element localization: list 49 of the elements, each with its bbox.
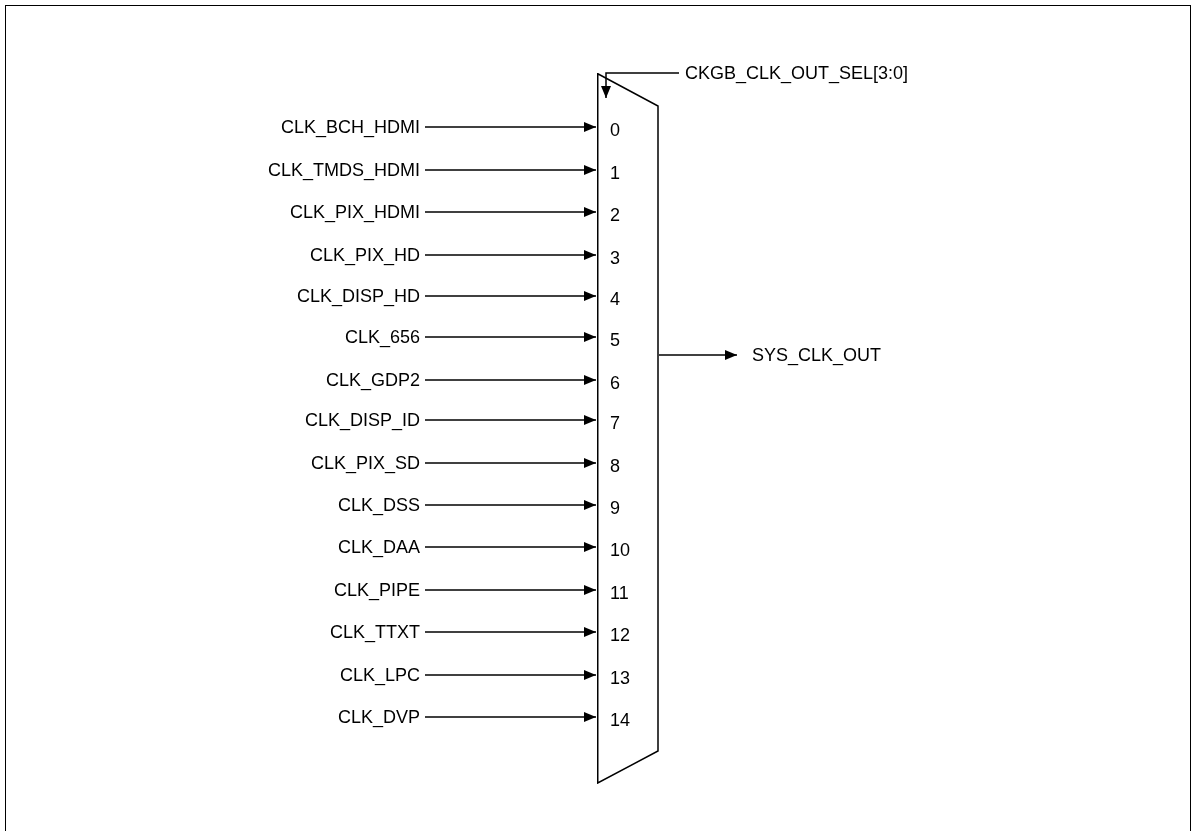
signal-label: CLK_LPC — [339, 665, 420, 685]
arrow — [424, 500, 597, 510]
arrow — [424, 415, 597, 425]
port-number: 12 — [610, 625, 631, 645]
port-number: 5 — [610, 330, 620, 350]
signal-label: CLK_PIPE — [333, 580, 420, 600]
signal-label: CLK_DISP_HD — [296, 286, 420, 306]
port-number: 7 — [610, 413, 620, 433]
arrow — [424, 670, 597, 680]
port-number: 9 — [610, 498, 620, 518]
port-number: 2 — [610, 205, 620, 225]
port-number: 3 — [610, 248, 620, 268]
signal-label: CLK_DSS — [337, 495, 420, 515]
signal-label: CLK_TMDS_HDMI — [267, 160, 420, 180]
arrow — [601, 72, 680, 99]
signal-label: SYS_CLK_OUT — [752, 345, 882, 365]
port-number: 10 — [610, 540, 631, 560]
arrow — [424, 375, 597, 385]
signal-label: CLK_656 — [344, 327, 420, 347]
signal-label: CLK_DAA — [337, 537, 420, 557]
arrow — [424, 712, 597, 722]
arrow — [424, 627, 597, 637]
port-number: 13 — [610, 668, 631, 688]
port-number: 4 — [610, 289, 620, 309]
signal-label: CLK_PIX_SD — [310, 453, 420, 473]
port-number: 6 — [610, 373, 620, 393]
port-number: 0 — [610, 120, 620, 140]
signal-label: CLK_TTXT — [329, 622, 420, 642]
arrow — [658, 350, 738, 360]
arrow — [424, 122, 597, 132]
port-number: 11 — [610, 583, 629, 603]
port-number: 8 — [610, 456, 620, 476]
signal-label: CLK_PIX_HDMI — [289, 202, 420, 222]
arrow — [424, 332, 597, 342]
signal-label: CKGB_CLK_OUT_SEL[3:0] — [685, 63, 909, 83]
signal-label: CLK_DISP_ID — [304, 410, 420, 430]
arrow — [424, 585, 597, 595]
port-number: 14 — [610, 710, 631, 730]
signal-label: CLK_BCH_HDMI — [280, 117, 420, 137]
signal-label: CLK_PIX_HD — [309, 245, 420, 265]
arrow — [424, 165, 597, 175]
arrow — [424, 291, 597, 301]
signal-label: CLK_GDP2 — [325, 370, 420, 390]
arrow — [424, 458, 597, 468]
arrow — [424, 250, 597, 260]
port-number: 1 — [610, 163, 620, 183]
arrow — [424, 207, 597, 217]
arrow — [424, 542, 597, 552]
signal-label: CLK_DVP — [337, 707, 420, 727]
